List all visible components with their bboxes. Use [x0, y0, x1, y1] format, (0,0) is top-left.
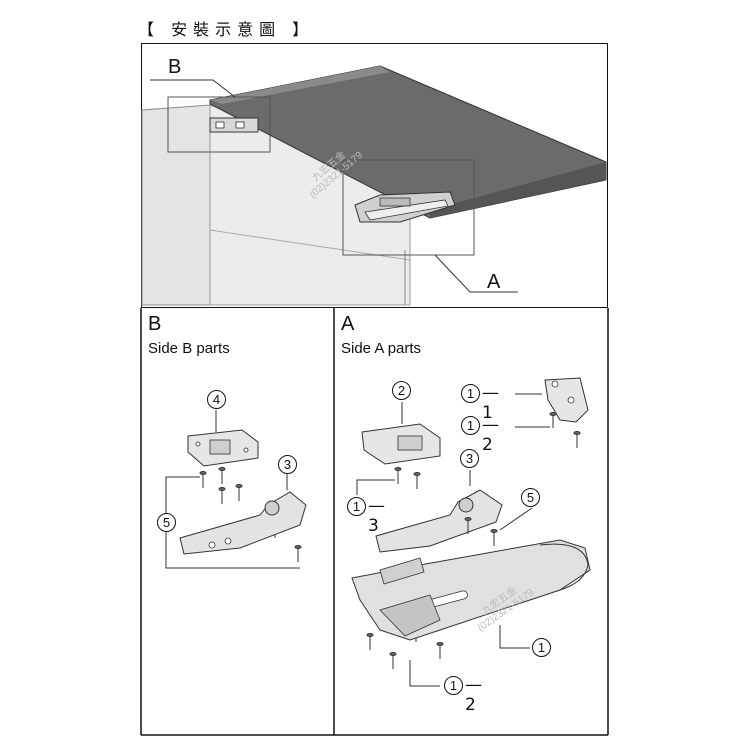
- part-5-label-b: 5: [157, 513, 176, 532]
- part-1-lift-mechanism: [351, 539, 591, 641]
- part-3-label-b: 3: [278, 455, 297, 474]
- lift-mechanism-illustration: [354, 191, 456, 223]
- panel-b-letter: B: [148, 313, 162, 335]
- part-2-mounting-plate: [361, 402, 441, 465]
- panel-a-subtitle: Side A parts: [341, 340, 422, 357]
- part-2-label: 2: [392, 381, 411, 400]
- panel-b-subtitle: Side B parts: [148, 340, 230, 357]
- hinge-b-illustration: [209, 117, 259, 133]
- part-1-label: 1: [532, 638, 551, 657]
- part-3-label-a: 3: [460, 449, 479, 468]
- part-5-label-a: 5: [521, 488, 540, 507]
- part-4-label: 4: [207, 390, 226, 409]
- part-1-1-bracket: [515, 377, 589, 423]
- callout-box-b: [167, 96, 271, 153]
- cabinet-wall: [141, 104, 211, 306]
- callout-box-a: [342, 159, 475, 256]
- part-3-hinge-arm: [179, 472, 307, 555]
- part-3-hinge-arm-a: [375, 470, 503, 553]
- part-4-mounting-plate: [187, 410, 259, 467]
- panel-a-letter: A: [341, 313, 355, 335]
- page-title: 【 安裝示意圖 】: [138, 20, 315, 39]
- callout-label-b: B: [168, 56, 182, 78]
- callout-label-a: A: [487, 271, 501, 293]
